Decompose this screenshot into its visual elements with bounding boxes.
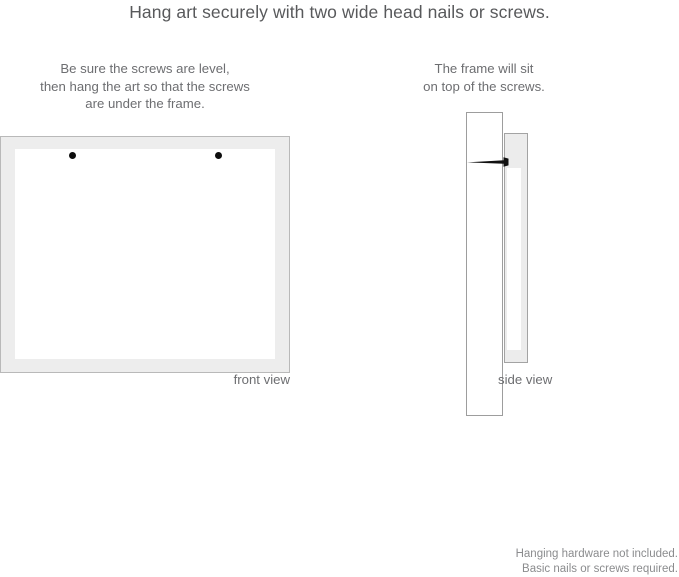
front-view-caption: Be sure the screws are level, then hang … — [0, 60, 290, 113]
side-view-caption-line-2: on top of the screws. — [423, 78, 545, 94]
picture-frame-side-mat — [507, 168, 521, 350]
side-view-diagram — [466, 112, 541, 417]
screw-dot-right — [215, 152, 222, 159]
screw-dot-left — [69, 152, 76, 159]
front-view-diagram — [0, 136, 290, 373]
front-view-caption-line-3: are under the frame. — [85, 96, 205, 111]
picture-frame-mat — [15, 149, 275, 359]
footer-line-1: Hanging hardware not included. — [515, 548, 678, 560]
side-view-caption: The frame will sit on top of the screws. — [394, 60, 574, 95]
footer-note: Hanging hardware not included. Basic nai… — [0, 547, 679, 576]
side-view-label: side view — [498, 372, 553, 387]
footer-line-2: Basic nails or screws required. — [522, 562, 678, 575]
front-view-label: front view — [233, 372, 290, 387]
nail-icon — [467, 157, 509, 167]
page-title: Hang art securely with two wide head nai… — [129, 2, 550, 22]
front-view-caption-line-2: then hang the art so that the screws — [40, 78, 250, 94]
front-view-caption-line-1: Be sure the screws are level, — [60, 61, 230, 76]
side-view-caption-line-1: The frame will sit — [434, 61, 534, 76]
